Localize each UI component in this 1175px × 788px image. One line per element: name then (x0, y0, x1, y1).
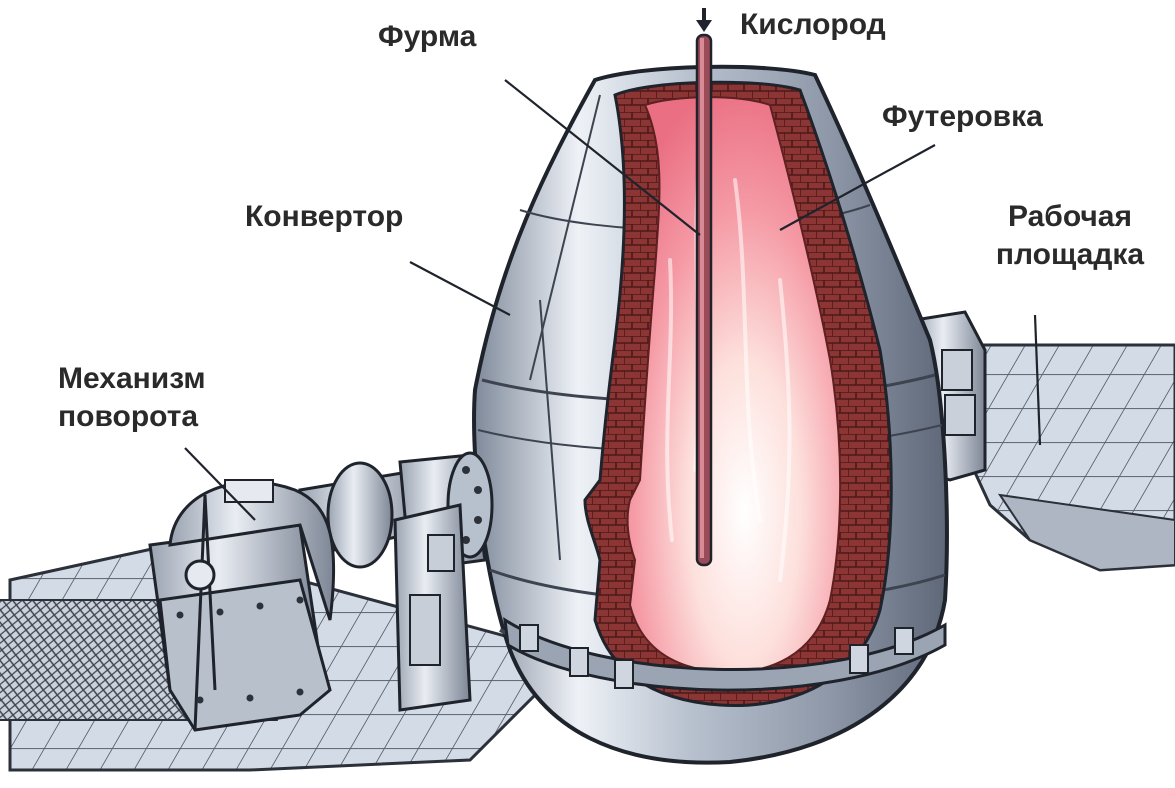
label-platform-line1: Рабочая (980, 198, 1160, 236)
label-platform: Рабочая площадка (980, 198, 1160, 274)
working-platform-right (960, 345, 1175, 570)
bearing-block (395, 505, 470, 710)
label-mechanism-line2: поворота (58, 398, 206, 436)
oxygen-lance (697, 35, 711, 565)
label-lance: Фурма (378, 18, 476, 56)
label-mechanism-line1: Механизм (58, 360, 206, 398)
leader-converter (410, 262, 510, 315)
label-platform-line2: площадка (980, 236, 1160, 274)
label-mechanism: Механизм поворота (58, 360, 206, 436)
label-oxygen: Кислород (740, 6, 886, 44)
oxygen-arrow-icon (696, 8, 712, 32)
label-lining: Футеровка (882, 98, 1043, 136)
label-converter: Конвертор (245, 198, 403, 236)
tilting-mechanism (150, 480, 334, 730)
